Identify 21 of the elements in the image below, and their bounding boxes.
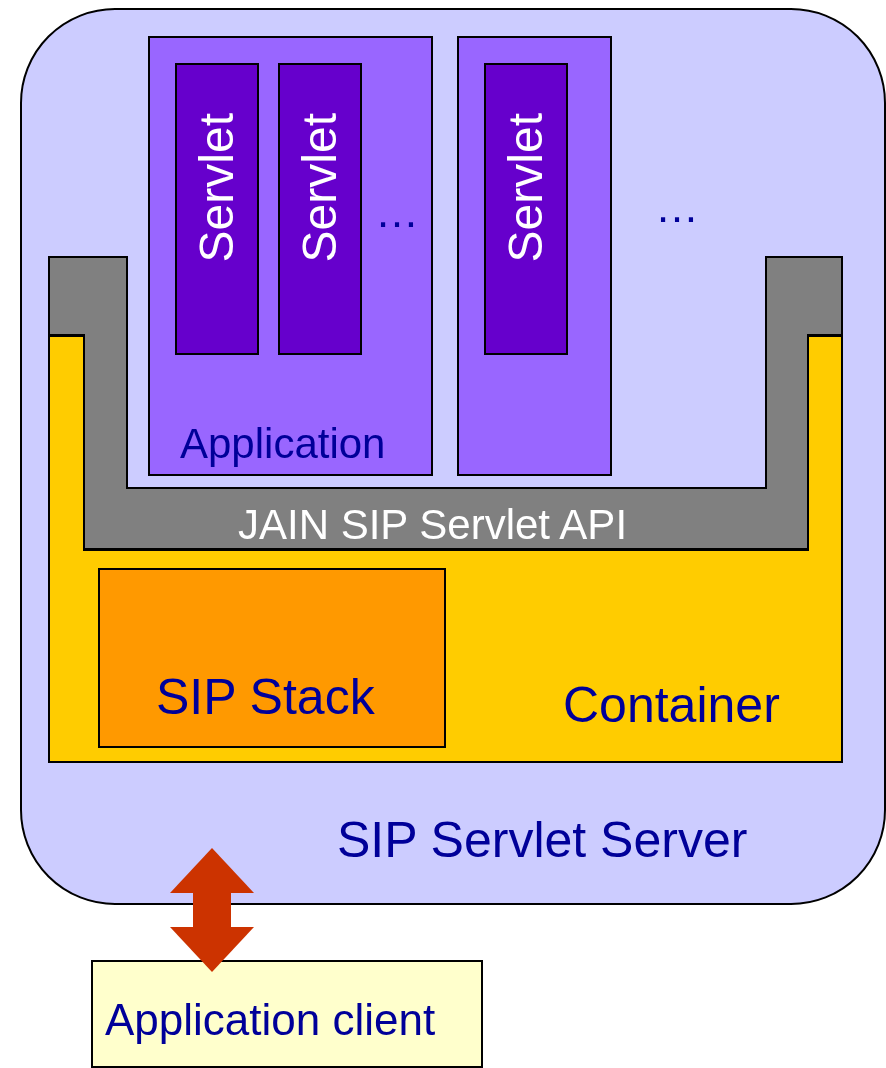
server-label: SIP Servlet Server bbox=[337, 815, 748, 865]
servlet-label: Servlet bbox=[193, 113, 241, 263]
servlet-label: Servlet bbox=[502, 113, 550, 263]
servlet-label: Servlet bbox=[296, 113, 344, 263]
sip-stack-label: SIP Stack bbox=[156, 672, 375, 722]
ellipsis-label: … bbox=[655, 185, 699, 229]
api-label: JAIN SIP Servlet API bbox=[238, 504, 628, 546]
server-panel bbox=[20, 8, 886, 905]
application-box bbox=[148, 36, 433, 476]
container-box bbox=[48, 335, 843, 763]
servlet-box bbox=[278, 63, 362, 355]
double-arrow bbox=[170, 848, 254, 972]
client-label: Application client bbox=[105, 998, 436, 1042]
sip-stack-box bbox=[98, 568, 446, 748]
servlet-box bbox=[175, 63, 259, 355]
ellipsis-label: … bbox=[375, 190, 419, 234]
client-box bbox=[91, 960, 483, 1068]
servlet-box bbox=[484, 63, 568, 355]
container-label: Container bbox=[563, 680, 780, 730]
application-label: Application bbox=[180, 423, 386, 465]
application-box bbox=[457, 36, 612, 476]
